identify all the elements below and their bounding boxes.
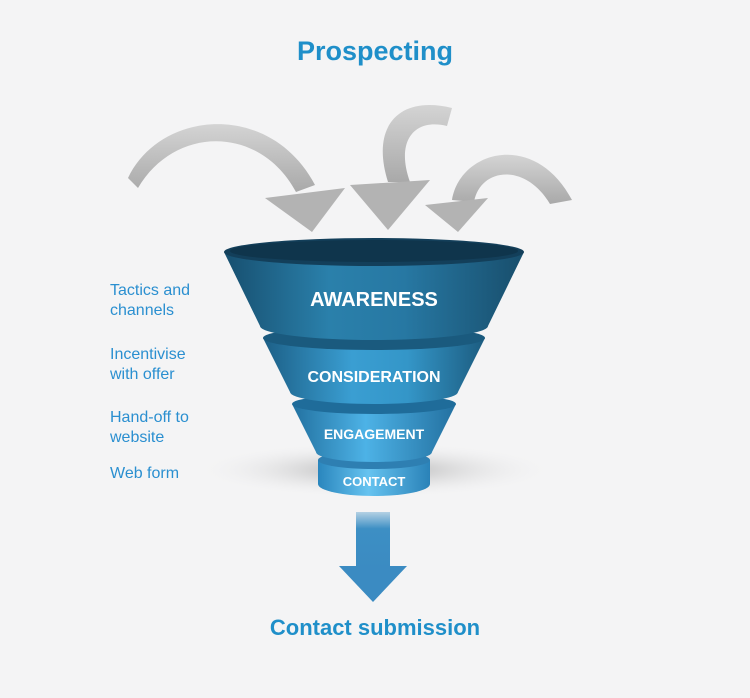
step-text-line: Web form: [110, 465, 180, 482]
step-hand-off: Hand-off to website: [110, 408, 240, 448]
step-text-line: website: [110, 429, 165, 446]
step-tactics: Tactics and channels: [110, 281, 240, 321]
curved-arrow-center-icon: [350, 104, 452, 230]
funnel-stage-awareness: [224, 238, 524, 340]
step-text-line: Hand-off to: [110, 409, 189, 426]
curved-arrow-left-icon: [128, 124, 345, 232]
step-incentivise: Incentivise with offer: [110, 345, 240, 385]
step-text-line: Incentivise: [110, 346, 186, 363]
stage-label-engagement: ENGAGEMENT: [324, 426, 425, 442]
curved-arrow-right-icon: [425, 154, 572, 232]
step-web-form: Web form: [110, 464, 240, 484]
outcome-label: Contact submission: [269, 615, 481, 640]
stage-label-awareness: AWARENESS: [310, 289, 438, 311]
step-text-line: Tactics and: [110, 282, 191, 299]
step-text-line: with offer: [110, 366, 175, 383]
diagram-title: Prospecting: [296, 36, 454, 66]
stage-label-contact: CONTACT: [343, 474, 406, 489]
stage-label-consideration: CONSIDERATION: [307, 369, 440, 386]
down-arrow-icon: [339, 512, 407, 602]
step-text-line: channels: [110, 302, 175, 319]
